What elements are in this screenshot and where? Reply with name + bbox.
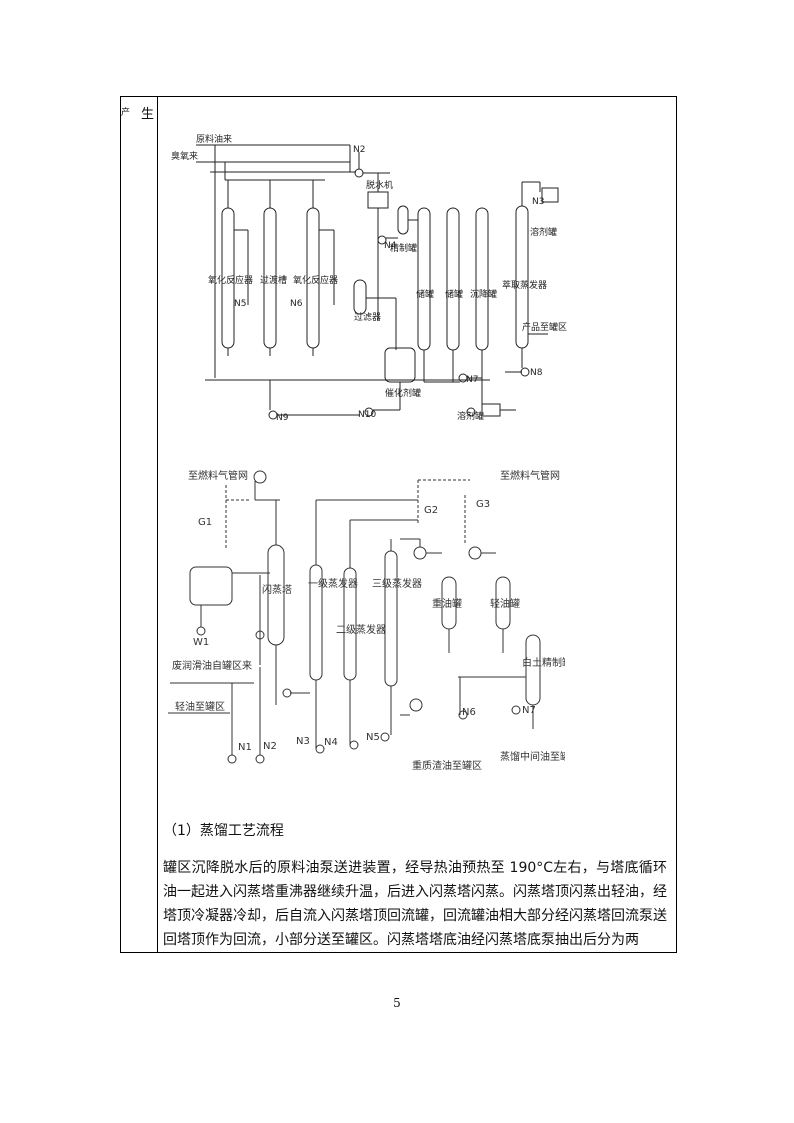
label-dehydrator: 脱水机 [366, 179, 393, 191]
label-extraction-evaporator: 萃取蒸发器 [502, 279, 547, 291]
label-fuel-gas-left: 至燃料气管网 [188, 469, 248, 482]
label-heavy-residue-out: 重质渣油至罐区 [412, 759, 482, 772]
label-oxidation-reactor-1: 氧化反应器 [208, 274, 253, 286]
label-flash-tower: 闪蒸塔 [262, 583, 292, 596]
document-table: 产 生 [120, 96, 677, 953]
label-n5: N5 [366, 732, 380, 743]
label-storage-tank-2: 储罐 [445, 288, 463, 300]
label-n1: N1 [238, 742, 252, 753]
label-g2: G2 [424, 505, 438, 516]
label-solvent-tank-bottom: 溶剂罐 [457, 410, 484, 422]
label-light-oil-out: 轻油至罐区 [175, 700, 225, 713]
label-evap-1: 一级蒸发器 [308, 577, 358, 590]
label-evap-3: 三级蒸发器 [372, 577, 422, 590]
label-evap-2: 二级蒸发器 [336, 623, 386, 636]
label-solvent-tank-top: 溶剂罐 [530, 226, 557, 238]
label-fuel-gas-right: 至燃料气管网 [500, 469, 560, 482]
label-filter: 过滤器 [354, 311, 381, 323]
label-product-to-tank: 产品至罐区 [522, 321, 567, 333]
label-storage-tank-1: 储罐 [416, 288, 434, 300]
label-w1: W1 [193, 637, 209, 648]
distillation-process-diagram: 至燃料气管网 至燃料气管网 G1 G2 G3 W1 闪蒸塔 一级蒸发器 二级蒸发… [168, 469, 565, 772]
label-oxidation-reactor-2: 氧化反应器 [293, 274, 338, 286]
label-catalyst-tank: 催化剂罐 [385, 387, 421, 399]
tag-n10: N10 [358, 410, 376, 420]
left-label-b: 生 [141, 107, 155, 122]
label-settling-tank: 沉降罐 [470, 288, 497, 300]
left-label-a: 产 [121, 108, 131, 118]
label-g1: G1 [198, 517, 212, 528]
tag-n3: N3 [532, 197, 544, 207]
tag-n8: N8 [530, 368, 543, 378]
label-feed-oil: 原料油来 [196, 133, 232, 145]
label-n2: N2 [263, 741, 277, 752]
tag-n5: N5 [234, 299, 246, 309]
section-paragraph: 罐区沉降脱水后的原料油泵送进装置，经导热油预热至 190°C左右，与塔底循环油一… [163, 860, 667, 948]
page-number: 5 [393, 996, 401, 1010]
label-heavy-oil-tank: 重油罐 [432, 597, 462, 610]
label-n4: N4 [324, 737, 338, 748]
label-refining-tank: 精制罐 [390, 242, 417, 254]
tag-n7: N7 [466, 375, 478, 385]
left-label-column: 产 生 [121, 97, 158, 952]
tag-n6: N6 [290, 299, 303, 309]
label-n6: N6 [462, 707, 476, 718]
label-n3: N3 [296, 736, 310, 747]
label-waste-oil-in: 废润滑油自罐区来 [172, 659, 252, 672]
label-g3: G3 [476, 499, 490, 510]
label-clay-refine-tank: 白土精制罐 [522, 656, 565, 669]
tag-n4: N4 [384, 241, 397, 251]
label-light-oil-tank: 轻油罐 [490, 597, 520, 610]
tag-n2: N2 [353, 145, 365, 155]
label-buffer-tank: 过渡槽 [260, 274, 287, 286]
label-ozone: 臭氧来 [171, 150, 198, 162]
label-distillate-out: 蒸馏中间油至罐区 [500, 750, 565, 763]
oxidation-process-diagram: 原料油来 臭氧来 氧化反应器 过渡槽 氧化反应器 脱水机 精制罐 过滤器 催化剂… [171, 133, 567, 423]
label-n7: N7 [522, 705, 536, 716]
tag-n9: N9 [276, 413, 289, 423]
section-title: （1）蒸馏工艺流程 [163, 823, 284, 839]
